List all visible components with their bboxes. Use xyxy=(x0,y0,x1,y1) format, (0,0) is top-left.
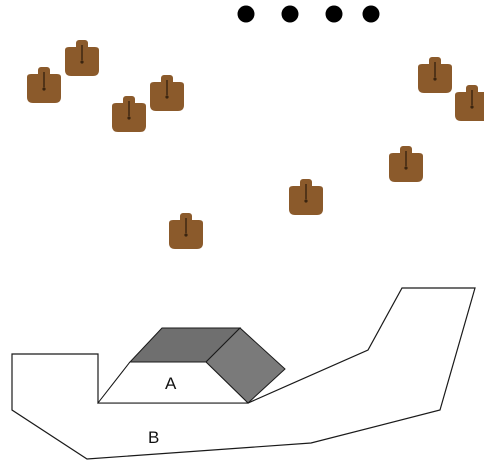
ellipsis-dots-icon xyxy=(281,5,299,23)
label-a: A xyxy=(165,374,177,393)
silhouette-target-icon xyxy=(64,39,100,77)
figures-group xyxy=(26,39,484,250)
region-b-outline xyxy=(11,287,476,460)
silhouette-target-icon xyxy=(388,145,424,183)
structure-a xyxy=(96,327,286,404)
silhouette-target-icon xyxy=(417,56,453,94)
silhouette-target-icon xyxy=(454,84,484,122)
silhouette-target-icon xyxy=(149,74,185,112)
ellipsis-dots-icon xyxy=(237,5,255,23)
dots-group xyxy=(237,5,380,23)
silhouette-target-icon xyxy=(168,212,204,250)
silhouette-target-icon xyxy=(111,95,147,133)
ellipsis-dots-icon xyxy=(362,5,380,23)
label-b: B xyxy=(148,428,159,447)
roof-front-face xyxy=(96,361,250,404)
ellipsis-dots-icon xyxy=(325,5,343,23)
silhouette-target-icon xyxy=(26,66,62,104)
silhouette-target-icon xyxy=(288,178,324,216)
